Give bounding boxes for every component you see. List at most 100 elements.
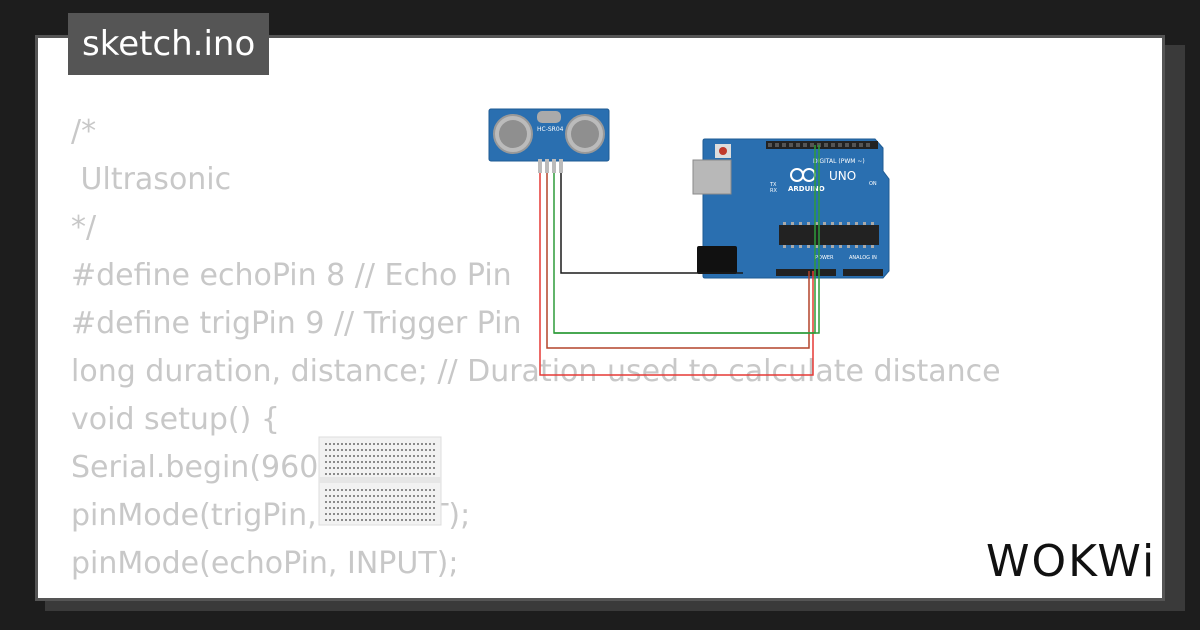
breadboard-hole xyxy=(325,519,327,521)
breadboard-hole xyxy=(377,519,379,521)
breadboard-hole xyxy=(381,461,383,463)
breadboard-hole xyxy=(341,449,343,451)
digital-header-pins xyxy=(768,143,870,147)
breadboard-hole xyxy=(337,443,339,445)
breadboard-hole xyxy=(345,461,347,463)
breadboard-hole xyxy=(357,495,359,497)
breadboard-hole xyxy=(409,467,411,469)
breadboard-hole xyxy=(417,473,419,475)
breadboard-hole xyxy=(405,449,407,451)
breadboard-hole xyxy=(389,495,391,497)
breadboard-hole xyxy=(389,489,391,491)
breadboard-hole xyxy=(425,507,427,509)
breadboard[interactable] xyxy=(318,436,442,526)
breadboard-hole xyxy=(405,455,407,457)
sensor-label: HC-SR04 xyxy=(537,126,564,133)
breadboard-hole xyxy=(373,449,375,451)
breadboard-hole xyxy=(357,455,359,457)
breadboard-hole xyxy=(425,501,427,503)
breadboard-hole xyxy=(369,443,371,445)
breadboard-hole xyxy=(361,455,363,457)
breadboard-hole xyxy=(341,455,343,457)
breadboard-hole xyxy=(369,513,371,515)
code-line: /* xyxy=(71,114,97,149)
breadboard-hole xyxy=(341,495,343,497)
breadboard-hole xyxy=(357,461,359,463)
breadboard-hole xyxy=(345,467,347,469)
breadboard-hole xyxy=(433,507,435,509)
breadboard-hole xyxy=(409,507,411,509)
breadboard-hole xyxy=(353,461,355,463)
arduino-uno-board[interactable]: DIGITAL (PWM ~) ARDUINO UNO TX RX ON POW… xyxy=(692,138,890,279)
breadboard-hole xyxy=(433,519,435,521)
arduino-model: UNO xyxy=(829,169,856,183)
breadboard-hole xyxy=(429,507,431,509)
breadboard-hole xyxy=(425,443,427,445)
breadboard-hole xyxy=(429,495,431,497)
breadboard-hole xyxy=(413,501,415,503)
breadboard-hole xyxy=(421,495,423,497)
breadboard-hole xyxy=(325,473,327,475)
breadboard-hole xyxy=(417,461,419,463)
breadboard-hole xyxy=(429,489,431,491)
breadboard-hole xyxy=(365,443,367,445)
breadboard-hole xyxy=(373,513,375,515)
breadboard-hole xyxy=(417,501,419,503)
breadboard-hole xyxy=(433,443,435,445)
breadboard-hole xyxy=(405,443,407,445)
breadboard-hole xyxy=(345,443,347,445)
breadboard-hole xyxy=(337,513,339,515)
breadboard-hole xyxy=(397,495,399,497)
digital-label: DIGITAL (PWM ~) xyxy=(813,158,865,165)
breadboard-hole xyxy=(369,507,371,509)
circuit-diagram: DIGITAL (PWM ~) ARDUINO UNO TX RX ON POW… xyxy=(318,108,890,526)
breadboard-hole xyxy=(325,495,327,497)
breadboard-hole xyxy=(365,513,367,515)
breadboard-hole xyxy=(345,455,347,457)
breadboard-hole xyxy=(421,467,423,469)
breadboard-hole xyxy=(353,519,355,521)
preview-card: /* Ultrasonic*/#define echoPin 8 // Echo… xyxy=(35,35,1165,601)
breadboard-hole xyxy=(329,467,331,469)
breadboard-hole xyxy=(345,501,347,503)
breadboard-hole xyxy=(401,519,403,521)
breadboard-hole xyxy=(409,473,411,475)
breadboard-hole xyxy=(413,461,415,463)
breadboard-hole xyxy=(329,449,331,451)
breadboard-hole xyxy=(417,495,419,497)
breadboard-hole xyxy=(393,449,395,451)
wokwi-logo: WOKWi xyxy=(986,536,1154,586)
breadboard-hole xyxy=(329,455,331,457)
breadboard-hole xyxy=(417,467,419,469)
wires xyxy=(539,145,820,376)
breadboard-hole xyxy=(373,501,375,503)
breadboard-hole xyxy=(413,443,415,445)
breadboard-hole xyxy=(333,519,335,521)
breadboard-hole xyxy=(349,519,351,521)
breadboard-hole xyxy=(405,489,407,491)
breadboard-hole xyxy=(429,461,431,463)
file-tab[interactable]: sketch.ino xyxy=(68,13,270,75)
breadboard-hole xyxy=(357,473,359,475)
breadboard-hole xyxy=(341,519,343,521)
breadboard-hole xyxy=(373,473,375,475)
breadboard-hole xyxy=(413,489,415,491)
breadboard-hole xyxy=(341,467,343,469)
breadboard-hole xyxy=(429,467,431,469)
breadboard-hole xyxy=(329,489,331,491)
breadboard-hole xyxy=(353,495,355,497)
breadboard-hole xyxy=(353,467,355,469)
breadboard-hole xyxy=(421,461,423,463)
breadboard-hole xyxy=(401,489,403,491)
ultrasonic-sensor[interactable]: HC-SR04 xyxy=(488,108,610,173)
breadboard-hole xyxy=(373,467,375,469)
code-line: #define echoPin 8 // Echo Pin xyxy=(71,258,512,293)
breadboard-hole xyxy=(433,449,435,451)
breadboard-hole xyxy=(357,501,359,503)
breadboard-hole xyxy=(433,467,435,469)
arduino-brand: ARDUINO xyxy=(788,185,825,193)
breadboard-hole xyxy=(389,513,391,515)
breadboard-hole xyxy=(397,501,399,503)
breadboard-hole xyxy=(365,507,367,509)
on-label: ON xyxy=(869,181,877,187)
